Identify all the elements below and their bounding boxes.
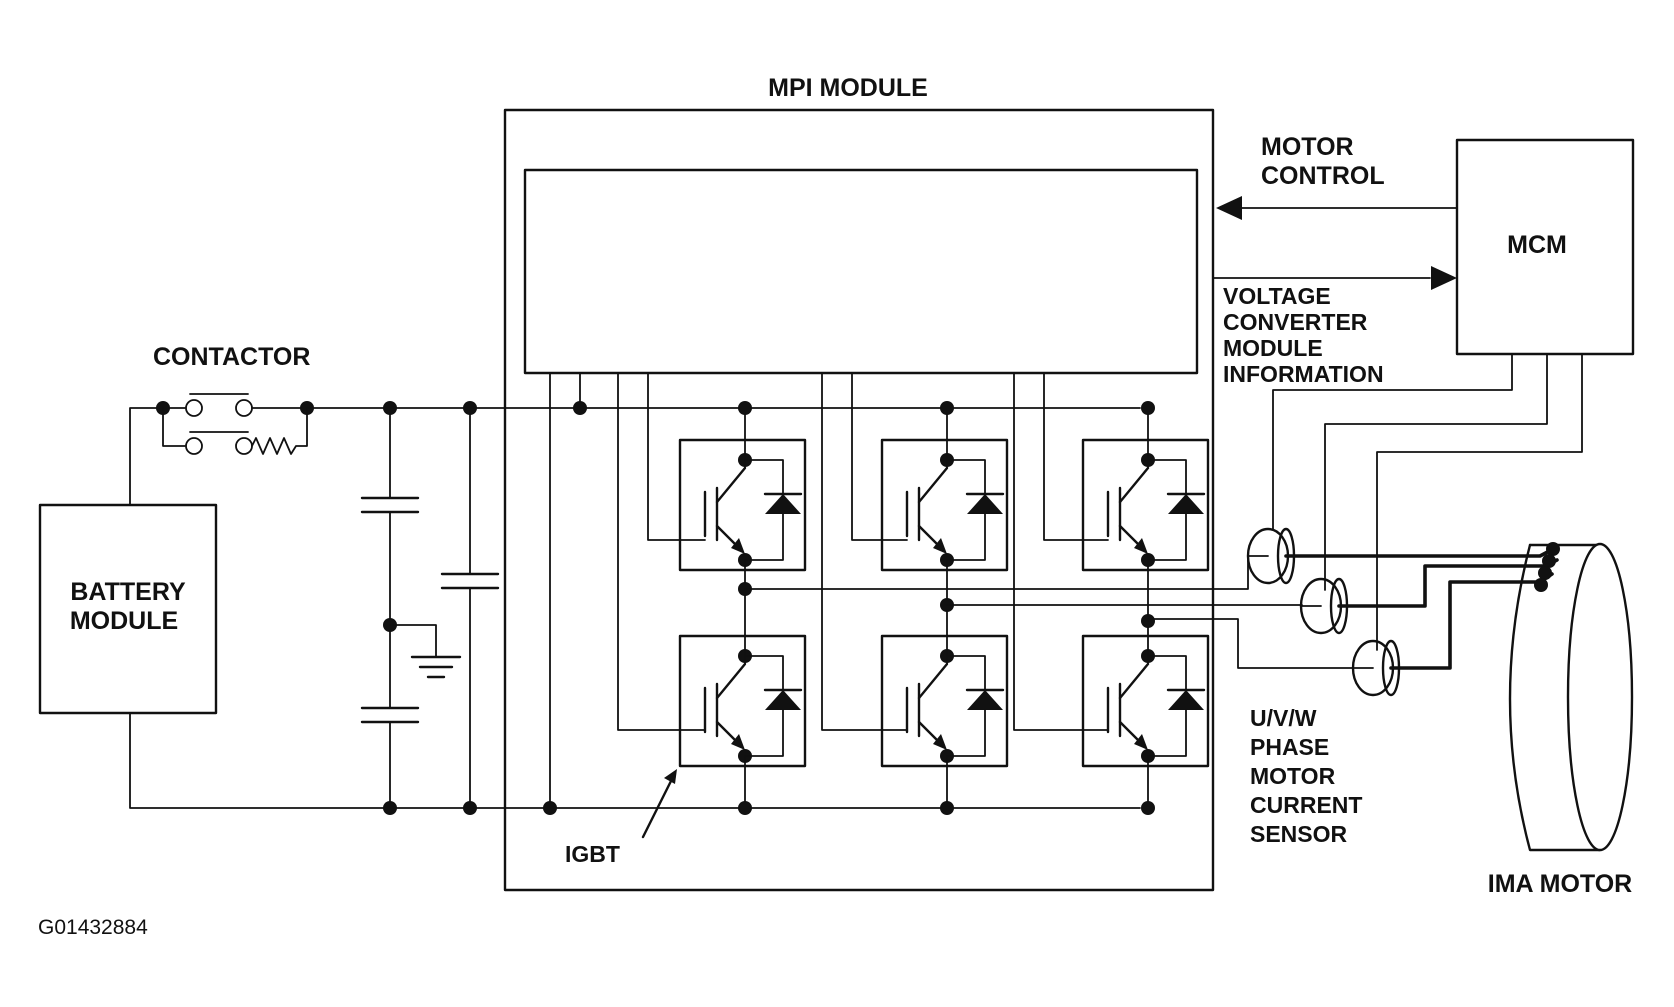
battery-label-line1: BATTERY <box>70 578 186 606</box>
vcm-label-line1: VOLTAGE <box>1223 283 1331 309</box>
mcm-box <box>1455 138 1635 356</box>
igbt-cell-low-1 <box>678 634 807 768</box>
ima-motor-label: IMA MOTOR <box>1488 870 1632 898</box>
mcm-label: MCM <box>1507 231 1567 259</box>
battery-positive-lead <box>129 407 164 506</box>
vcm-label-line3: MODULE <box>1223 335 1323 361</box>
igbt-label: IGBT <box>565 841 620 867</box>
vcm-label-line4: INFORMATION <box>1223 361 1384 387</box>
sensor-label-line3: MOTOR <box>1250 763 1336 789</box>
figure-id: G01432884 <box>38 916 148 939</box>
negative-bus <box>129 712 1141 809</box>
motor-control-label-line1: MOTOR <box>1261 133 1354 161</box>
igbt-bridge <box>617 372 1210 815</box>
ima-motor <box>1508 542 1634 852</box>
igbt-cell-high-2 <box>880 438 1009 572</box>
sensor-label-line5: SENSOR <box>1250 821 1348 847</box>
igbt-cell-low-3 <box>1081 634 1210 768</box>
battery-module-box <box>38 503 218 715</box>
sensor-label-line4: CURRENT <box>1250 792 1362 818</box>
motor-control-arrow <box>1216 196 1242 220</box>
driver-board-connections <box>543 372 587 815</box>
battery-label-line2: MODULE <box>70 607 178 635</box>
contactor-switch <box>156 393 314 455</box>
vcm-info-arrow <box>1431 266 1457 290</box>
contactor-label: CONTACTOR <box>153 343 310 371</box>
mpi-module-label: MPI MODULE <box>768 74 928 102</box>
vcm-label-line2: CONVERTER <box>1223 309 1368 335</box>
driver-board-box <box>523 168 1199 375</box>
sensor-label-line1: U/V/W <box>1250 705 1317 731</box>
motor-control-label-line2: CONTROL <box>1261 162 1385 190</box>
igbt-cell-high-1 <box>678 438 807 572</box>
igbt-cell-low-2 <box>880 634 1009 768</box>
precharge-resistor <box>251 407 308 455</box>
current-sensors <box>1246 353 1583 697</box>
igbt-pointer-arrow <box>641 777 674 839</box>
sensor-label-line2: PHASE <box>1250 734 1329 760</box>
capacitor-bank <box>360 401 500 815</box>
igbt-cell-high-3 <box>1081 438 1210 572</box>
mpi-module-box <box>503 108 1215 892</box>
